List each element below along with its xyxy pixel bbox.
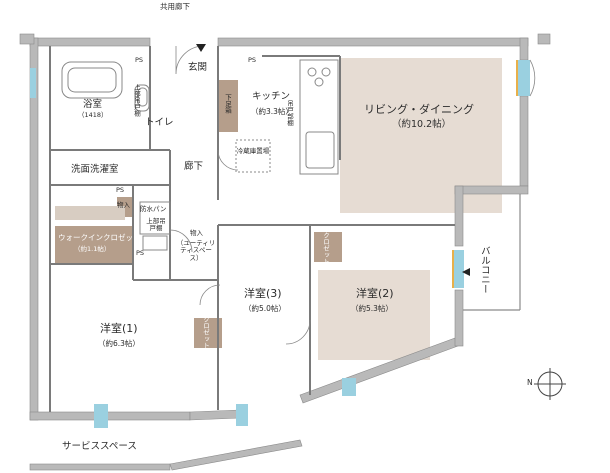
- upper-shelf-laundry-label: 上部吊戸棚: [146, 217, 166, 233]
- walkin-name: ウォークインクロゼット: [58, 233, 141, 242]
- windows: [30, 60, 530, 428]
- common-corridor-label: 共用廊下: [160, 2, 190, 11]
- toilet-label: トイレ: [145, 117, 174, 128]
- closet-b-label: クロゼット: [201, 316, 210, 349]
- room1-name: 洋室(1): [100, 322, 138, 335]
- laundry-shelf-tint: [55, 206, 125, 220]
- hallway-label: 廊下: [184, 161, 204, 172]
- balcony-label: バルコニー: [478, 246, 490, 294]
- closet-a-label: クロゼット: [321, 232, 330, 265]
- ps-label-d: PS: [136, 249, 145, 257]
- kitchen-name: キッチン: [252, 91, 291, 102]
- room3-size: （約5.0帖）: [244, 304, 286, 313]
- storage-small-label: 物入: [117, 201, 130, 209]
- bath-size: （1418）: [78, 111, 108, 119]
- living-name: リビング・ダイニング: [364, 103, 474, 116]
- room2-floor-tint: [318, 270, 430, 360]
- service-space-label: サービススペース: [62, 441, 137, 452]
- upper-shelf-bath-label: 上部吊戸棚: [132, 84, 141, 117]
- room1-size: （約6.3帖）: [98, 339, 140, 348]
- shoe-box-tint: [218, 80, 238, 132]
- room2-size: （約5.3帖）: [351, 304, 393, 313]
- fixtures: [61, 59, 339, 251]
- fridge-label: 冷蔵庫置場: [236, 147, 270, 155]
- living-size: （約10.2帖）: [392, 119, 452, 130]
- shoe-box-label: 下足箱: [223, 94, 232, 114]
- inner-walls: [49, 46, 455, 412]
- north-compass-icon: [534, 368, 566, 400]
- closet-a-tint: [314, 232, 342, 262]
- walkin-size: （約1.1帖）: [74, 245, 111, 253]
- balcony-arrow-icon: [462, 268, 470, 276]
- ps-label-b: PS: [248, 56, 257, 64]
- upper-shelf-kitchen-label: 吊戸部棚: [285, 100, 294, 126]
- room2-name: 洋室(2): [356, 287, 394, 300]
- kitchen-size: （約3.3帖）: [251, 107, 293, 116]
- entrance-arrow-icon: [196, 44, 206, 52]
- laundry-label: 洗面洗濯室: [71, 164, 119, 175]
- utility-storage-sub: （ユーティリティスペース）: [176, 239, 216, 262]
- room3-name: 洋室(3): [244, 287, 282, 300]
- north-mark-label: N: [527, 378, 533, 387]
- walkin-floor-tint: [55, 226, 133, 264]
- ps-label-c: PS: [116, 186, 125, 194]
- bath-name: 浴室: [83, 99, 103, 110]
- waterproof-pan-label: 防水パン: [140, 205, 167, 213]
- entrance-label: 玄関: [188, 62, 208, 73]
- ps-label-a: PS: [135, 56, 144, 64]
- outer-walls: [19, 33, 551, 471]
- utility-storage-name: 物入: [190, 229, 203, 237]
- balcony-rail: [463, 194, 521, 311]
